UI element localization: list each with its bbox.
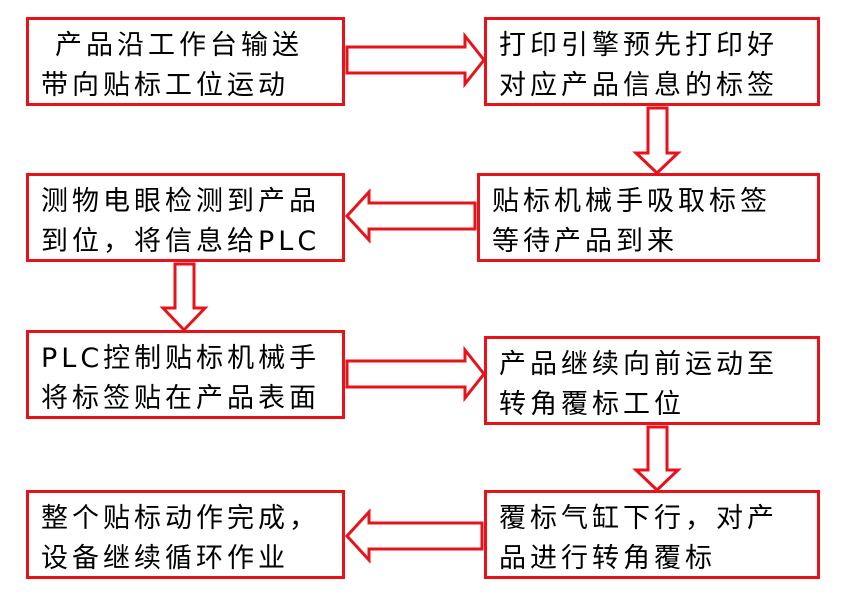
step-2-line-1: 打印引擎预先打印好 (499, 30, 778, 61)
arrow-step7-to-step8 (344, 508, 484, 564)
arrow-step2-to-step3 (632, 106, 682, 176)
step-1-line-2: 带向贴标工位运动 (41, 70, 289, 101)
step-2-line-2: 对应产品信息的标签 (499, 70, 778, 101)
arrow-step6-to-step7 (632, 425, 682, 493)
step-1-box: 产品沿工作台输送 带向贴标工位运动 (26, 17, 345, 106)
step-7-line-1: 覆标气缸下行，对产 (499, 503, 778, 534)
arrow-step4-to-step5 (159, 262, 209, 333)
arrow-step5-to-step6 (345, 345, 486, 403)
step-6-box: 产品继续向前运动至 转角覆标工位 (484, 336, 820, 425)
step-4-line-1: 测物电眼检测到产品 (41, 186, 320, 217)
step-3-line-1: 贴标机械手吸取标签 (492, 186, 771, 217)
step-5-box: PLC控制贴标机械手 将标签贴在产品表面 (26, 330, 345, 419)
step-6-line-2: 转角覆标工位 (499, 389, 685, 420)
step-3-line-2: 等待产品到来 (492, 226, 678, 257)
step-1-line-1: 产品沿工作台输送 (55, 30, 303, 61)
arrow-step1-to-step2 (345, 31, 486, 89)
step-7-line-2: 品进行转角覆标 (499, 543, 716, 574)
step-7-box: 覆标气缸下行，对产 品进行转角覆标 (484, 490, 820, 579)
step-2-box: 打印引擎预先打印好 对应产品信息的标签 (484, 17, 820, 106)
step-5-line-1: PLC控制贴标机械手 (41, 343, 321, 374)
step-4-box: 测物电眼检测到产品 到位，将信息给PLC (26, 173, 345, 262)
step-3-box: 贴标机械手吸取标签 等待产品到来 (477, 173, 820, 262)
step-8-line-1: 整个贴标动作完成， (41, 503, 320, 534)
step-4-line-2: 到位，将信息给PLC (41, 226, 321, 257)
step-5-line-2: 将标签贴在产品表面 (41, 383, 320, 414)
step-6-line-1: 产品继续向前运动至 (499, 349, 778, 380)
arrow-step3-to-step4 (344, 188, 477, 244)
step-8-line-2: 设备继续循环作业 (41, 543, 289, 574)
step-8-box: 整个贴标动作完成， 设备继续循环作业 (26, 490, 345, 579)
